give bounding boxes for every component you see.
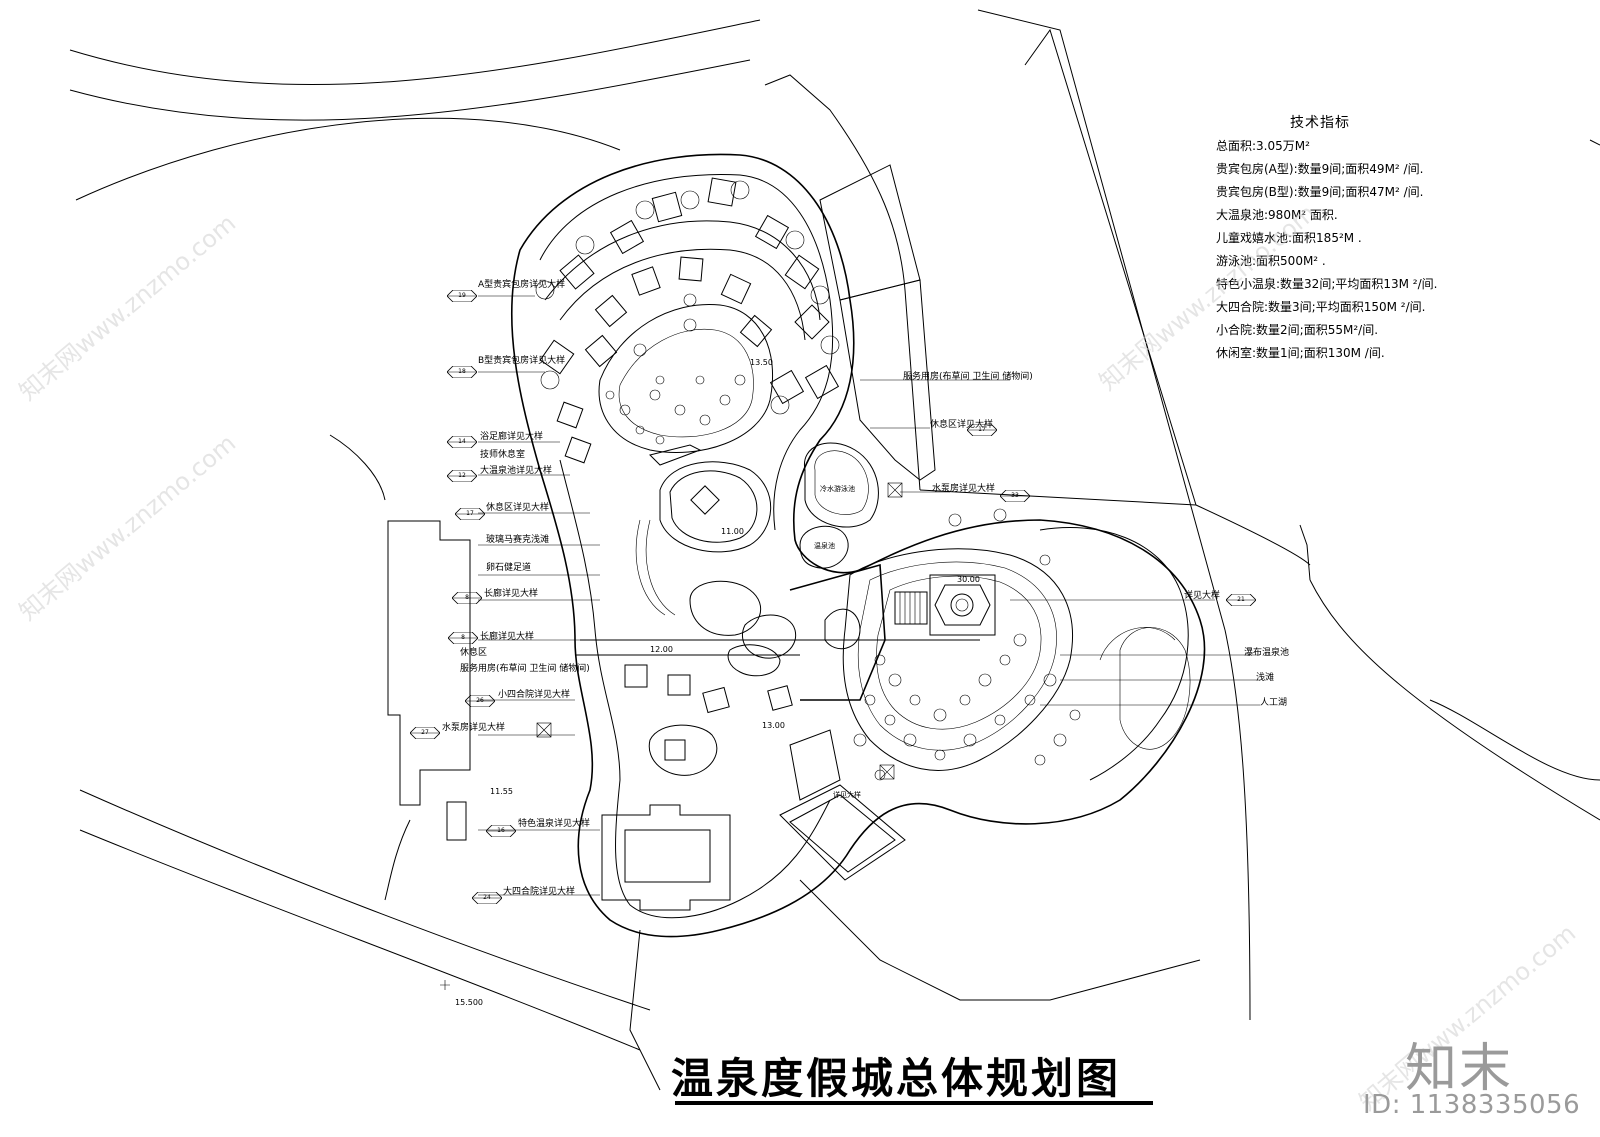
title-underline [675,1101,1153,1105]
callout-rest: 休息区 [460,648,488,658]
technical-index-heading: 技术指标 [1290,115,1350,131]
tech-row: 总面积:3.05万M² [1216,139,1310,153]
detail-tag-icon[interactable]: 24 [472,892,502,904]
detail-tag-icon[interactable]: 33 [1000,490,1030,502]
level-label: 11.55 [490,787,513,796]
detail-tag-icon[interactable]: 18 [447,366,477,378]
tech-row: 儿童戏嬉水池:面积185²M . [1216,231,1362,245]
detail-tag-icon[interactable]: 17 [967,424,997,436]
brand-logo: 知末 [1405,1039,1514,1099]
detail-tag-icon[interactable]: 21 [1226,594,1256,606]
image-id: ID: 1138335056 [1363,1090,1581,1120]
lake-area [789,508,1191,801]
drawing-title: 温泉度假城总体规划图 [671,1054,1122,1103]
callout-pump-room-right: 水泵房详见大样 [932,484,996,494]
level-label: 13.50 [750,358,773,367]
tech-row: 小合院:数量2间;面积55M²/间. [1216,323,1379,337]
callout-pebble-path: 卵石健足道 [486,563,532,573]
label-see-detail: 详见大样 [833,791,861,799]
callout-service-room-right: 服务用房(布草间 卫生间 储物间) [903,372,1033,382]
section-marks [440,482,903,990]
villa-cluster [535,177,840,466]
callout-artificial-lake: 人工湖 [1260,698,1288,708]
label-cold-pool: 冷水游泳池 [820,485,855,493]
callout-waterfall-pool: 瀑布温泉池 [1244,648,1290,658]
detail-tag-icon[interactable]: 17 [455,508,485,520]
level-label: 13.00 [762,721,785,730]
technical-index: 技术指标 总面积:3.05万M² 贵宾包房(A型):数量9间;面积49M² /间… [1216,112,1437,365]
level-label: 15.500 [455,998,483,1007]
detail-tag-icon[interactable]: 12 [447,470,477,482]
callout-pump-room: 水泵房详见大样 [442,723,506,733]
courtyards [601,664,906,911]
callout-shoal: 浅滩 [1256,673,1275,683]
callout-villa-b: B型贵宾包房详见大样 [478,356,566,366]
detail-tag-icon[interactable]: 14 [447,436,477,448]
callout-corridor-2: 长廊详见大样 [480,632,535,642]
callout-small-courtyard: 小四合院详见大样 [498,690,571,700]
detail-tag-icon[interactable]: 19 [447,290,477,302]
tech-row: 休闲室:数量1间;面积130M /间. [1216,346,1385,360]
tech-row: 特色小温泉:数量32间;平均面积13M ²/间. [1216,277,1438,291]
callout-foot-corridor: 浴足廊详见大样 [480,432,544,442]
park-outline [510,153,1206,938]
tech-row: 贵宾包房(A型):数量9间;面积49M² /间. [1216,162,1424,176]
central-pools [635,442,879,677]
label-hot-pool: 温泉池 [814,542,835,550]
tech-row: 贵宾包房(B型):数量9间;面积47M² /间. [1216,185,1424,199]
callout-big-pool: 大温泉池详见大样 [480,466,553,476]
level-label: 12.00 [650,645,673,654]
detail-tag-icon[interactable]: 26 [465,695,495,707]
callout-detail-right: 详见大样 [1184,591,1221,601]
callout-big-courtyard: 大四合院详见大样 [503,887,576,897]
tech-row: 大四合院:数量3间;平均面积150M ²/间. [1216,300,1426,314]
callout-staff-room: 技师休息室 [480,450,526,460]
tech-row: 大温泉池:980M² 面积. [1216,208,1338,222]
callout-leaders [478,295,1260,896]
detail-tag-icon[interactable]: 8 [448,632,478,644]
callout-mosaic-shoal: 玻璃马赛克浅滩 [486,535,550,545]
detail-tag-icon[interactable]: 8 [452,592,482,604]
callout-rest-area-right: 休息区详见大样 [930,420,994,430]
site-boundary-lines [69,9,1600,1091]
callout-corridor-1: 长廊详见大样 [484,589,539,599]
callout-villa-a: A型贵宾包房详见大样 [478,280,566,290]
level-label: 11.00 [721,527,744,536]
callout-service-room: 服务用房(布草间 卫生间 储物间) [460,664,590,674]
callout-rest-area: 休息区详见大样 [486,503,550,513]
level-label: 30.00 [957,575,980,584]
tech-row: 游泳池:面积500M² . [1216,254,1326,268]
detail-tag-icon[interactable]: 27 [410,727,440,739]
detail-tag-icon[interactable]: 16 [486,825,516,837]
left-buildings [329,164,936,901]
callout-feature-spring: 特色温泉详见大样 [518,819,591,829]
